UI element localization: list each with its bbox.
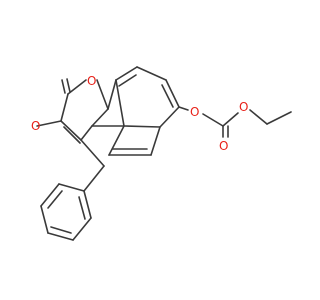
bond <box>40 205 49 234</box>
bond <box>266 111 292 125</box>
bond <box>80 139 105 167</box>
bond <box>78 196 86 220</box>
bond <box>47 232 74 241</box>
oxygen-atom-label: O <box>87 74 96 88</box>
oxygen-atom-label: O <box>31 119 40 133</box>
bond <box>249 109 268 125</box>
bond <box>202 113 224 127</box>
oxygen-atom-label: O <box>219 139 228 153</box>
atom-labels: O O O O O <box>31 74 248 153</box>
bond <box>60 120 82 141</box>
bond <box>96 79 109 110</box>
bond <box>67 79 87 95</box>
bond <box>58 183 85 192</box>
bond <box>108 125 125 156</box>
bond <box>80 125 93 141</box>
oxygen-atom-label: O <box>190 105 199 119</box>
bond <box>47 190 63 209</box>
bond <box>91 108 109 127</box>
bond <box>83 190 92 219</box>
molecule-diagram: O O O O O <box>31 66 292 241</box>
bond <box>66 78 71 93</box>
bond <box>36 120 62 127</box>
bond <box>161 84 174 108</box>
bond <box>40 183 60 207</box>
bond <box>72 217 92 241</box>
bond <box>115 66 138 81</box>
structure-svg: O O O O O <box>31 66 292 241</box>
bond <box>60 93 69 122</box>
oxygen-atom-label: O <box>239 100 248 114</box>
bond <box>165 79 180 108</box>
bond <box>123 125 161 128</box>
bond <box>159 106 180 128</box>
bond <box>63 126 81 144</box>
bond <box>136 66 167 81</box>
bond <box>222 112 239 127</box>
bond <box>178 106 189 111</box>
bonds <box>36 66 292 241</box>
bond <box>61 79 66 94</box>
bond <box>115 79 125 127</box>
bond <box>118 74 137 87</box>
bond <box>50 226 72 234</box>
bond <box>83 165 105 192</box>
bond <box>150 126 161 156</box>
bond <box>107 79 117 110</box>
